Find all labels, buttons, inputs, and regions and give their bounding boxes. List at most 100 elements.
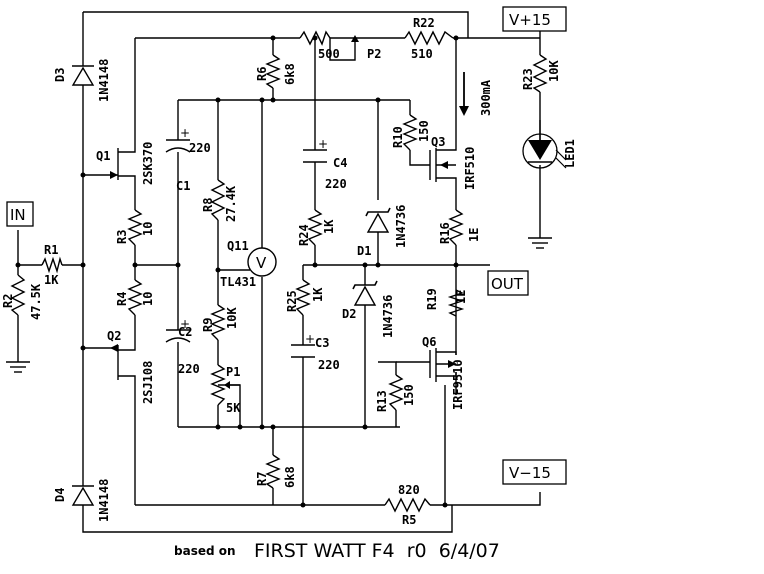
q3-part: IRF510	[463, 147, 477, 190]
svg-text:+: +	[180, 317, 190, 331]
r6-value: 6k8	[283, 63, 297, 85]
vminus-label: V−15	[509, 464, 551, 482]
d2-part: 1N4736	[381, 295, 395, 338]
footer: based on FIRST WATT F4 r0 6/4/07	[174, 540, 500, 562]
q11-ref: Q11	[227, 239, 249, 253]
r22-symbol	[404, 30, 454, 46]
junction-dots	[15, 35, 459, 508]
r19-symbol	[447, 289, 465, 317]
r8-value: 27.4K	[224, 185, 238, 222]
d1-ref: D1	[357, 244, 371, 258]
footer-prefix: based on	[174, 544, 236, 558]
p1-value: 5K	[226, 401, 241, 415]
r3-symbol	[127, 209, 143, 246]
r5-symbol	[384, 497, 431, 513]
r16-symbol	[448, 209, 464, 246]
r16-value: 1E	[467, 228, 481, 242]
r19-value: 1E	[454, 290, 468, 304]
r7-ref: R7	[255, 472, 269, 486]
r4-symbol	[127, 279, 143, 316]
c4-ref: C4	[333, 156, 347, 170]
resistors	[10, 30, 548, 513]
c2-value: 220	[178, 362, 200, 376]
r10-ref: R10	[391, 126, 405, 148]
r4-ref: R4	[115, 292, 129, 306]
r9-value: 10K	[225, 307, 239, 329]
d3-ref: D3	[53, 68, 67, 82]
q11-part: TL431	[220, 275, 256, 289]
p2-ref: P2	[367, 47, 381, 61]
in-label: IN	[10, 206, 26, 224]
d3-part: 1N4148	[97, 59, 111, 102]
c1-value: 220	[189, 141, 211, 155]
p1-ref: P1	[226, 365, 240, 379]
d4-ref: D4	[53, 488, 67, 502]
r25-ref: R25	[285, 290, 299, 312]
svg-text:+: +	[318, 137, 328, 151]
r7-value: 6k8	[283, 466, 297, 488]
r10-symbol	[402, 114, 418, 151]
capacitor-leads	[177, 152, 316, 375]
c3-value: 220	[318, 358, 340, 372]
r1-ref: R1	[44, 243, 58, 257]
current-arrow	[459, 72, 469, 116]
r5-value: 820	[398, 483, 420, 497]
r8-symbol	[210, 179, 226, 221]
r1-value: 1K	[44, 273, 59, 287]
r22-value: 510	[411, 47, 433, 61]
r23-ref: R23	[521, 68, 535, 90]
out-label: OUT	[491, 275, 524, 293]
component-labels: D3 1N4148 D4 1N4148 Q1 2SK370 Q2 2SJ108 …	[1, 16, 577, 527]
r3-ref: R3	[115, 230, 129, 244]
r24-symbol	[307, 209, 323, 246]
transistor-arrows	[110, 161, 456, 368]
p2-value: 500	[318, 47, 340, 61]
svg-text:+: +	[180, 126, 190, 140]
r1-symbol	[41, 256, 63, 274]
pot-arrows	[224, 35, 359, 389]
r13-symbol	[388, 374, 404, 411]
svg-text:+: +	[305, 332, 315, 346]
footer-title: FIRST WATT F4 r0 6/4/07	[254, 540, 500, 562]
r3-value: 10	[141, 222, 155, 236]
q1-part: 2SK370	[141, 142, 155, 185]
d1-part: 1N4736	[394, 205, 408, 248]
c1-ref: C1	[176, 179, 190, 193]
p1-symbol	[210, 364, 226, 406]
c2-ref: C2	[178, 325, 192, 339]
q3-ref: Q3	[431, 135, 445, 149]
r4-value: 10	[141, 292, 155, 306]
polarity-marks: + + + +	[180, 126, 328, 346]
r9-ref: R9	[201, 318, 215, 332]
r19-ref: R19	[425, 288, 439, 310]
port-boxes: V+15 V−15 IN OUT	[6, 6, 567, 485]
c3-ref: C3	[315, 336, 329, 350]
r13-value: 150	[402, 384, 416, 406]
current-label: 300mA	[479, 79, 493, 116]
r10-value: 150	[417, 120, 431, 142]
d2-ref: D2	[342, 307, 356, 321]
r6-ref: R6	[255, 67, 269, 81]
r5-ref: R5	[402, 513, 416, 527]
q11-symbol-label: V	[256, 254, 267, 272]
r23-symbol	[532, 54, 548, 93]
c4-value: 220	[325, 177, 347, 191]
q2-part: 2SJ108	[141, 361, 155, 404]
r23-value: 10K	[547, 60, 561, 82]
ground-symbols	[6, 237, 552, 373]
led1-ref: LED1	[563, 139, 577, 168]
diode-symbols	[71, 58, 567, 506]
r8-ref: R8	[201, 198, 215, 212]
r2-symbol	[10, 274, 26, 316]
r2-value: 47.5K	[29, 283, 43, 320]
q1-ref: Q1	[96, 149, 110, 163]
r25-value: 1K	[311, 287, 325, 302]
q6-part: IRF9510	[451, 359, 465, 410]
r24-value: 1K	[322, 219, 336, 234]
r6-symbol	[265, 54, 281, 89]
r25-symbol	[295, 279, 311, 316]
vplus-label: V+15	[509, 11, 551, 29]
q2-ref: Q2	[107, 329, 121, 343]
r7-symbol	[265, 454, 281, 489]
p2-symbol	[299, 30, 331, 46]
